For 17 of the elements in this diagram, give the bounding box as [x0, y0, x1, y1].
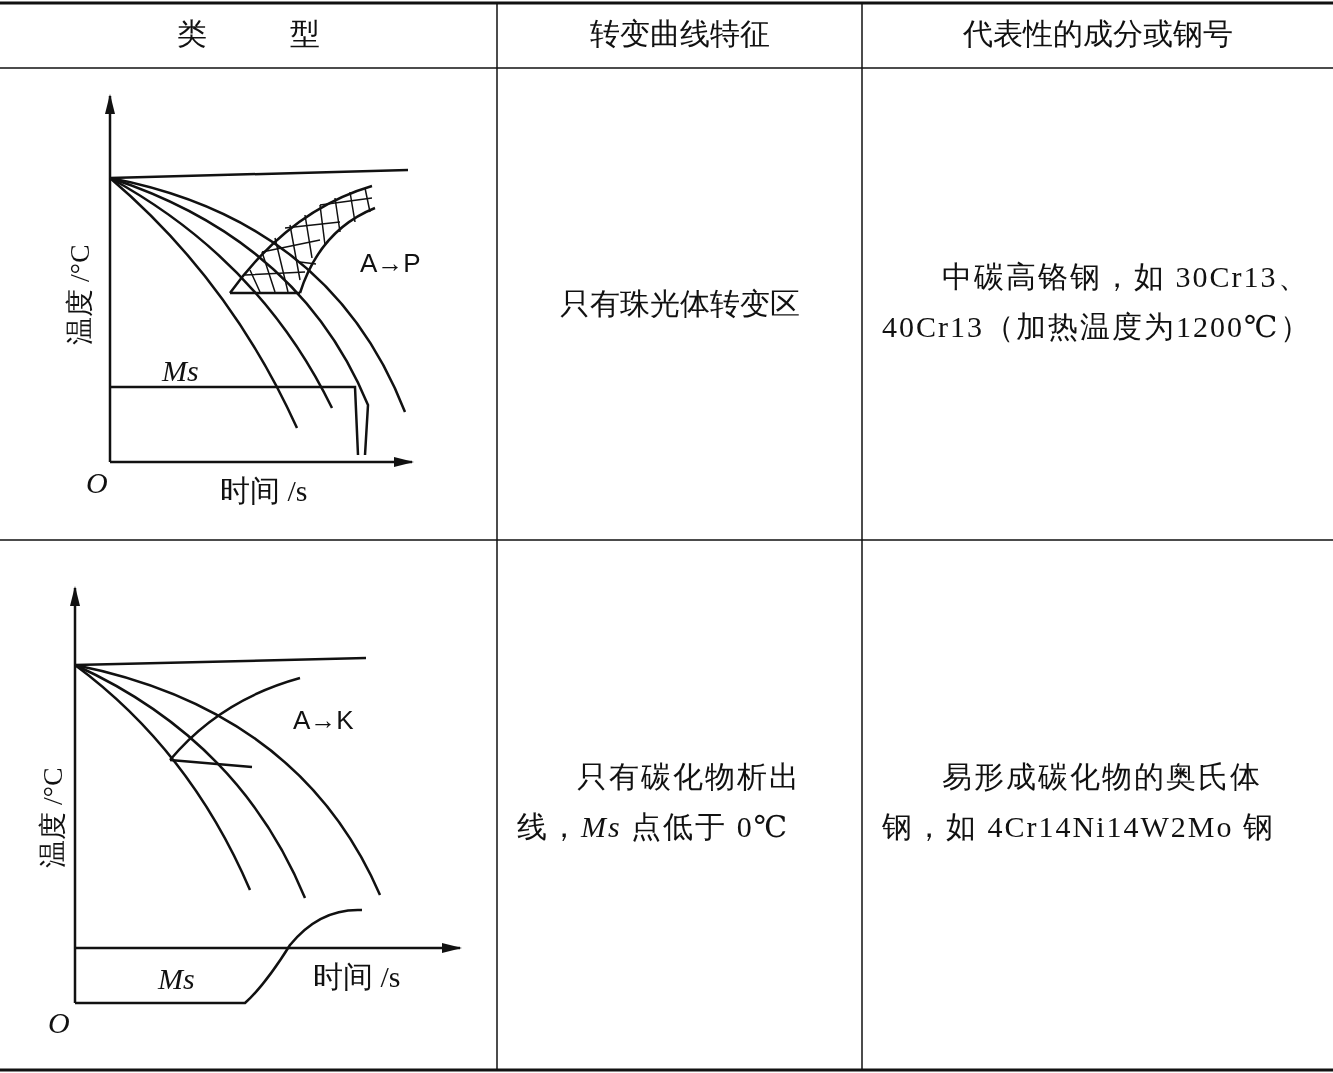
axis-label: 时间 /s — [313, 959, 401, 995]
axis-label: 时间 /s — [220, 473, 308, 509]
origin-label: O — [86, 465, 108, 501]
curve-label: Ms — [162, 353, 199, 389]
column-header: 类 型 — [176, 16, 321, 52]
origin-label: O — [48, 1005, 70, 1041]
cell-text: 只有珠光体转变区 — [558, 286, 801, 322]
column-header: 转变曲线特征 — [588, 16, 771, 52]
curve-label: Ms — [158, 961, 195, 997]
curve-label: A→K — [293, 704, 354, 737]
column-header: 代表性的成分或钢号 — [961, 16, 1234, 52]
cell-text: 只有碳化物析出线，Ms 点低于 0℃ — [517, 759, 802, 845]
axis-label: 温度 /°C — [36, 767, 69, 868]
cell-text: 中碳高铬钢，如 30Cr13、40Cr13（加热温度为1200℃） — [882, 259, 1313, 345]
axis-label: 温度 /°C — [63, 244, 96, 345]
cell-text: 易形成碳化物的奥氏体钢，如 4Cr14Ni14W2Mo 钢 — [882, 759, 1276, 845]
curve-label: A→P — [360, 247, 421, 280]
